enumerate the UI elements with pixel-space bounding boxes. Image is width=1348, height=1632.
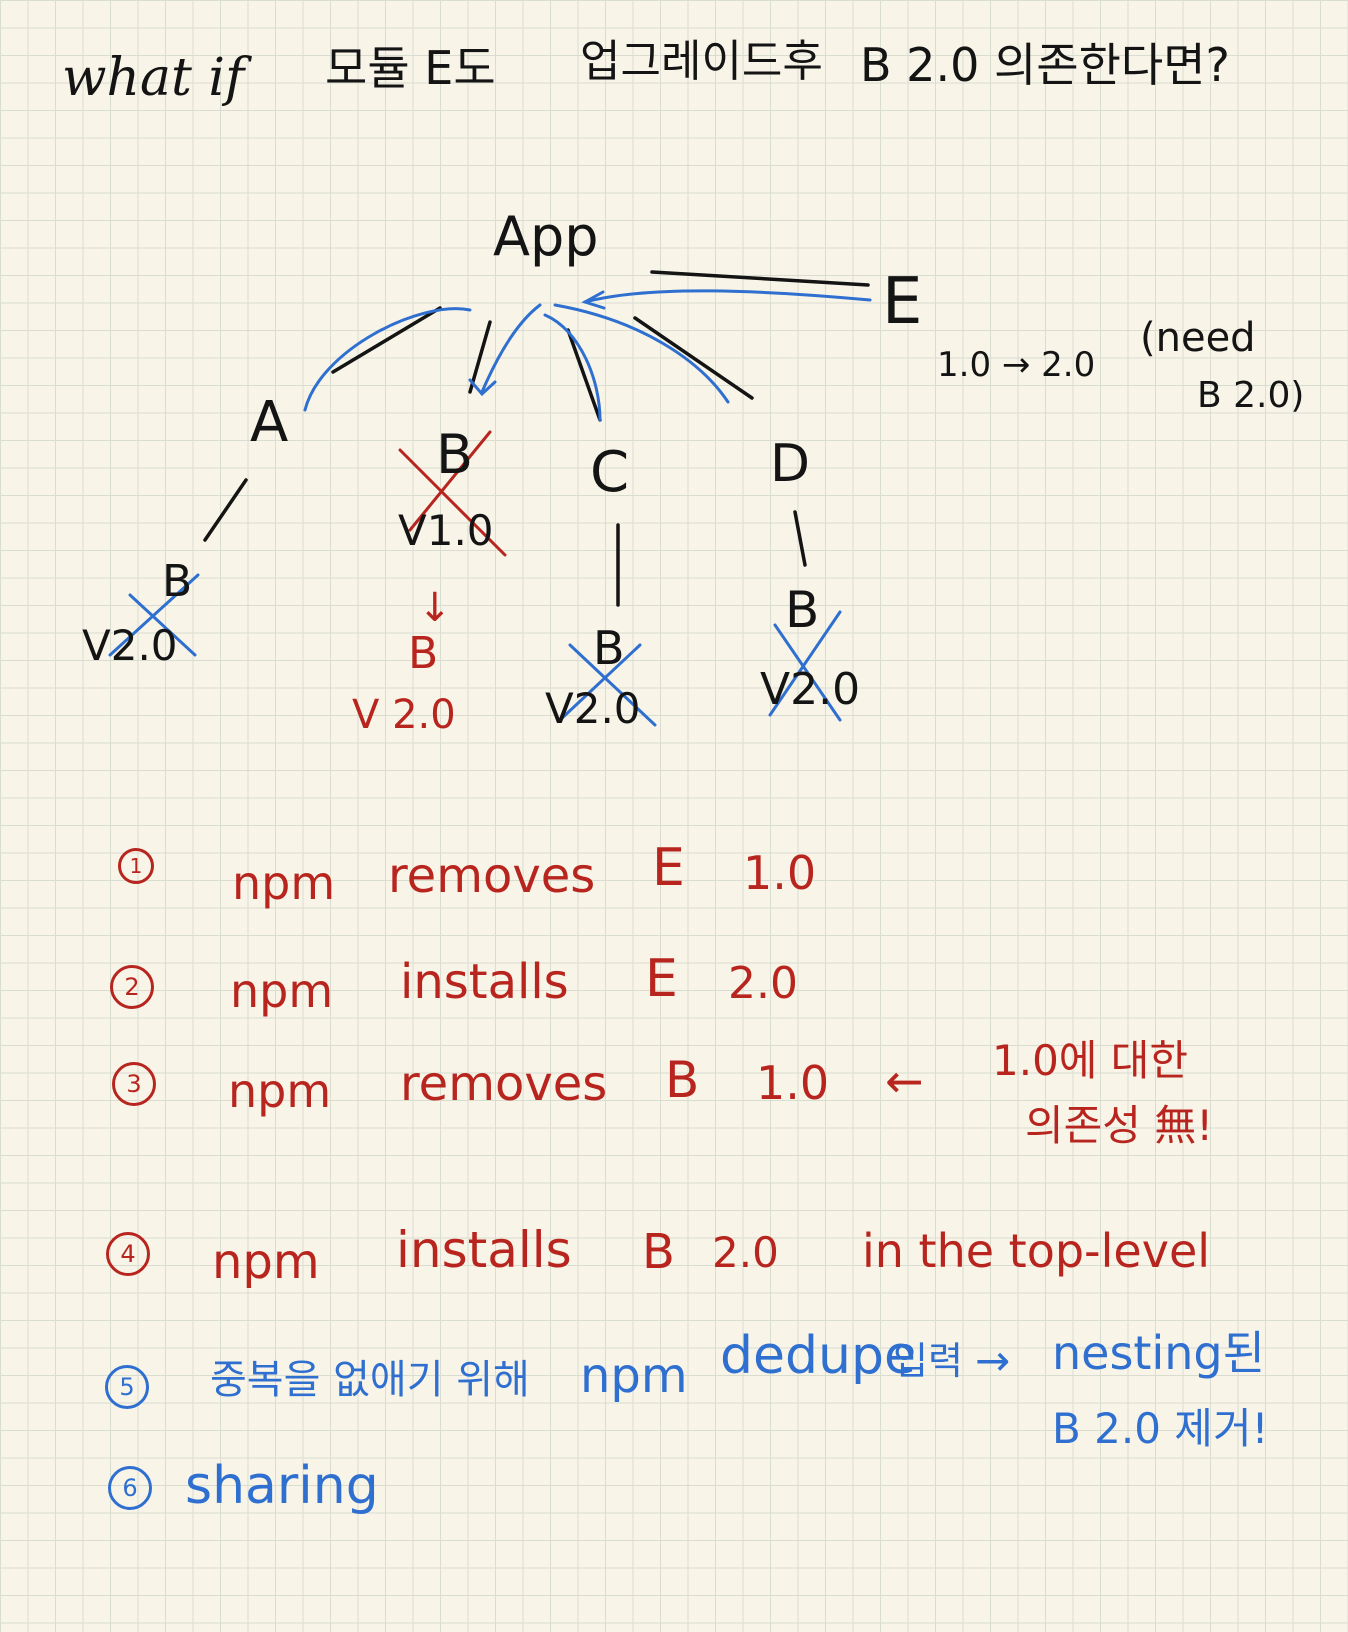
cross-b-v1-a [398, 448, 507, 557]
step-2-cmd: npm [230, 964, 334, 1018]
node-a: A [250, 390, 289, 455]
edge-e-app [650, 270, 870, 287]
node-e-need: (need [1140, 315, 1256, 361]
cross-c-b-1 [568, 643, 657, 727]
step-1: 1 [118, 848, 154, 884]
edge-app-c [566, 328, 602, 422]
arrow-app-to-d [553, 303, 730, 404]
node-a-dep-name: B [162, 556, 193, 607]
step-3-note-line1: 1.0에 대한 [992, 1036, 1189, 1085]
step-5-result-line1: nesting된 [1052, 1326, 1265, 1380]
node-e: E [882, 265, 923, 339]
step-3: 3 [112, 1062, 156, 1106]
step-2: 2 [110, 965, 154, 1009]
node-e-version-change: 1.0 → 2.0 [937, 345, 1096, 385]
step-1-target: E [652, 838, 685, 898]
edge-app-b [468, 320, 492, 394]
node-app: App [493, 205, 599, 268]
step-4-target: B [642, 1224, 675, 1280]
edge-app-a [331, 306, 442, 374]
step-6-number: 6 [108, 1466, 152, 1510]
step-5-arrow: → [975, 1336, 1011, 1385]
heading-what-if: what if [62, 48, 245, 108]
node-b-new-version: V 2.0 [352, 692, 456, 738]
arrow-e-head [581, 290, 606, 310]
node-c-dep-name: B [593, 621, 625, 675]
step-3-note-line2: 의존성 無! [1025, 1101, 1214, 1150]
node-c-dep-version: V2.0 [545, 684, 641, 733]
arrow-app-to-a [303, 307, 472, 412]
node-b: B [436, 423, 474, 486]
step-1-cmd: npm [232, 856, 336, 910]
cross-c-b-2 [558, 643, 642, 722]
step-4-number: 4 [106, 1232, 150, 1276]
edge-d-b [793, 510, 807, 567]
step-1-version: 1.0 [743, 846, 817, 900]
arrow-app-to-c [543, 313, 602, 422]
node-d-dep-name: B [785, 581, 820, 639]
edge-a-b [203, 478, 248, 542]
node-b-replace-arrow: ↓ [418, 585, 452, 631]
node-d: D [770, 434, 811, 494]
step-3-cmd: npm [228, 1064, 332, 1118]
step-4-cmd: npm [212, 1234, 320, 1290]
step-1-number: 1 [118, 848, 154, 884]
node-e-need-b: B 2.0) [1197, 375, 1305, 416]
step-5-input: 입력 [893, 1339, 963, 1383]
step-2-version: 2.0 [728, 958, 798, 1009]
step-2-number: 2 [110, 965, 154, 1009]
step-3-version: 1.0 [756, 1056, 830, 1110]
cross-d-b-1 [773, 623, 842, 722]
node-b-version: V1.0 [398, 506, 494, 555]
step-1-action: removes [388, 848, 596, 904]
step-5-action: dedupe [720, 1326, 916, 1386]
step-4-suffix: in the top-level [862, 1224, 1211, 1278]
step-2-target: E [645, 949, 678, 1009]
step-2-action: installs [400, 954, 569, 1010]
heading-after-upgrade: 업그레이드후 [580, 36, 823, 87]
heading-b-dependency: B 2.0 의존한다면? [860, 38, 1230, 92]
node-b-new-name: B [408, 628, 439, 679]
step-3-action: removes [400, 1056, 608, 1112]
heading-module-e: 모듈 E도 [325, 41, 496, 95]
step-3-target: B [665, 1051, 700, 1109]
step-3-number: 3 [112, 1062, 156, 1106]
step-6: 6 [108, 1466, 152, 1510]
arrow-b-head [468, 378, 497, 397]
step-5-number: 5 [105, 1365, 149, 1409]
cross-b-v1-b [408, 430, 492, 532]
step-3-arrow: ← [885, 1054, 924, 1108]
edge-app-d [633, 316, 754, 400]
step-4-action: installs [396, 1221, 572, 1279]
cross-a-b-1 [108, 573, 200, 657]
cross-a-b-2 [128, 593, 197, 657]
step-4: 4 [106, 1232, 150, 1276]
node-c: C [590, 440, 630, 505]
cross-d-b-2 [768, 610, 842, 717]
step-5: 5 [105, 1365, 149, 1409]
step-5-cmd: npm [580, 1348, 688, 1404]
step-6-action: sharing [185, 1456, 379, 1516]
arrow-e-to-app [583, 289, 872, 304]
node-d-dep-version: V2.0 [760, 664, 861, 715]
node-a-dep-version: V2.0 [82, 621, 178, 670]
arrow-app-to-b [480, 303, 542, 394]
step-5-prefix: 중복을 없애기 위해 [210, 1357, 530, 1403]
step-5-result-line2: B 2.0 제거! [1052, 1404, 1269, 1453]
step-4-version: 2.0 [712, 1228, 779, 1277]
